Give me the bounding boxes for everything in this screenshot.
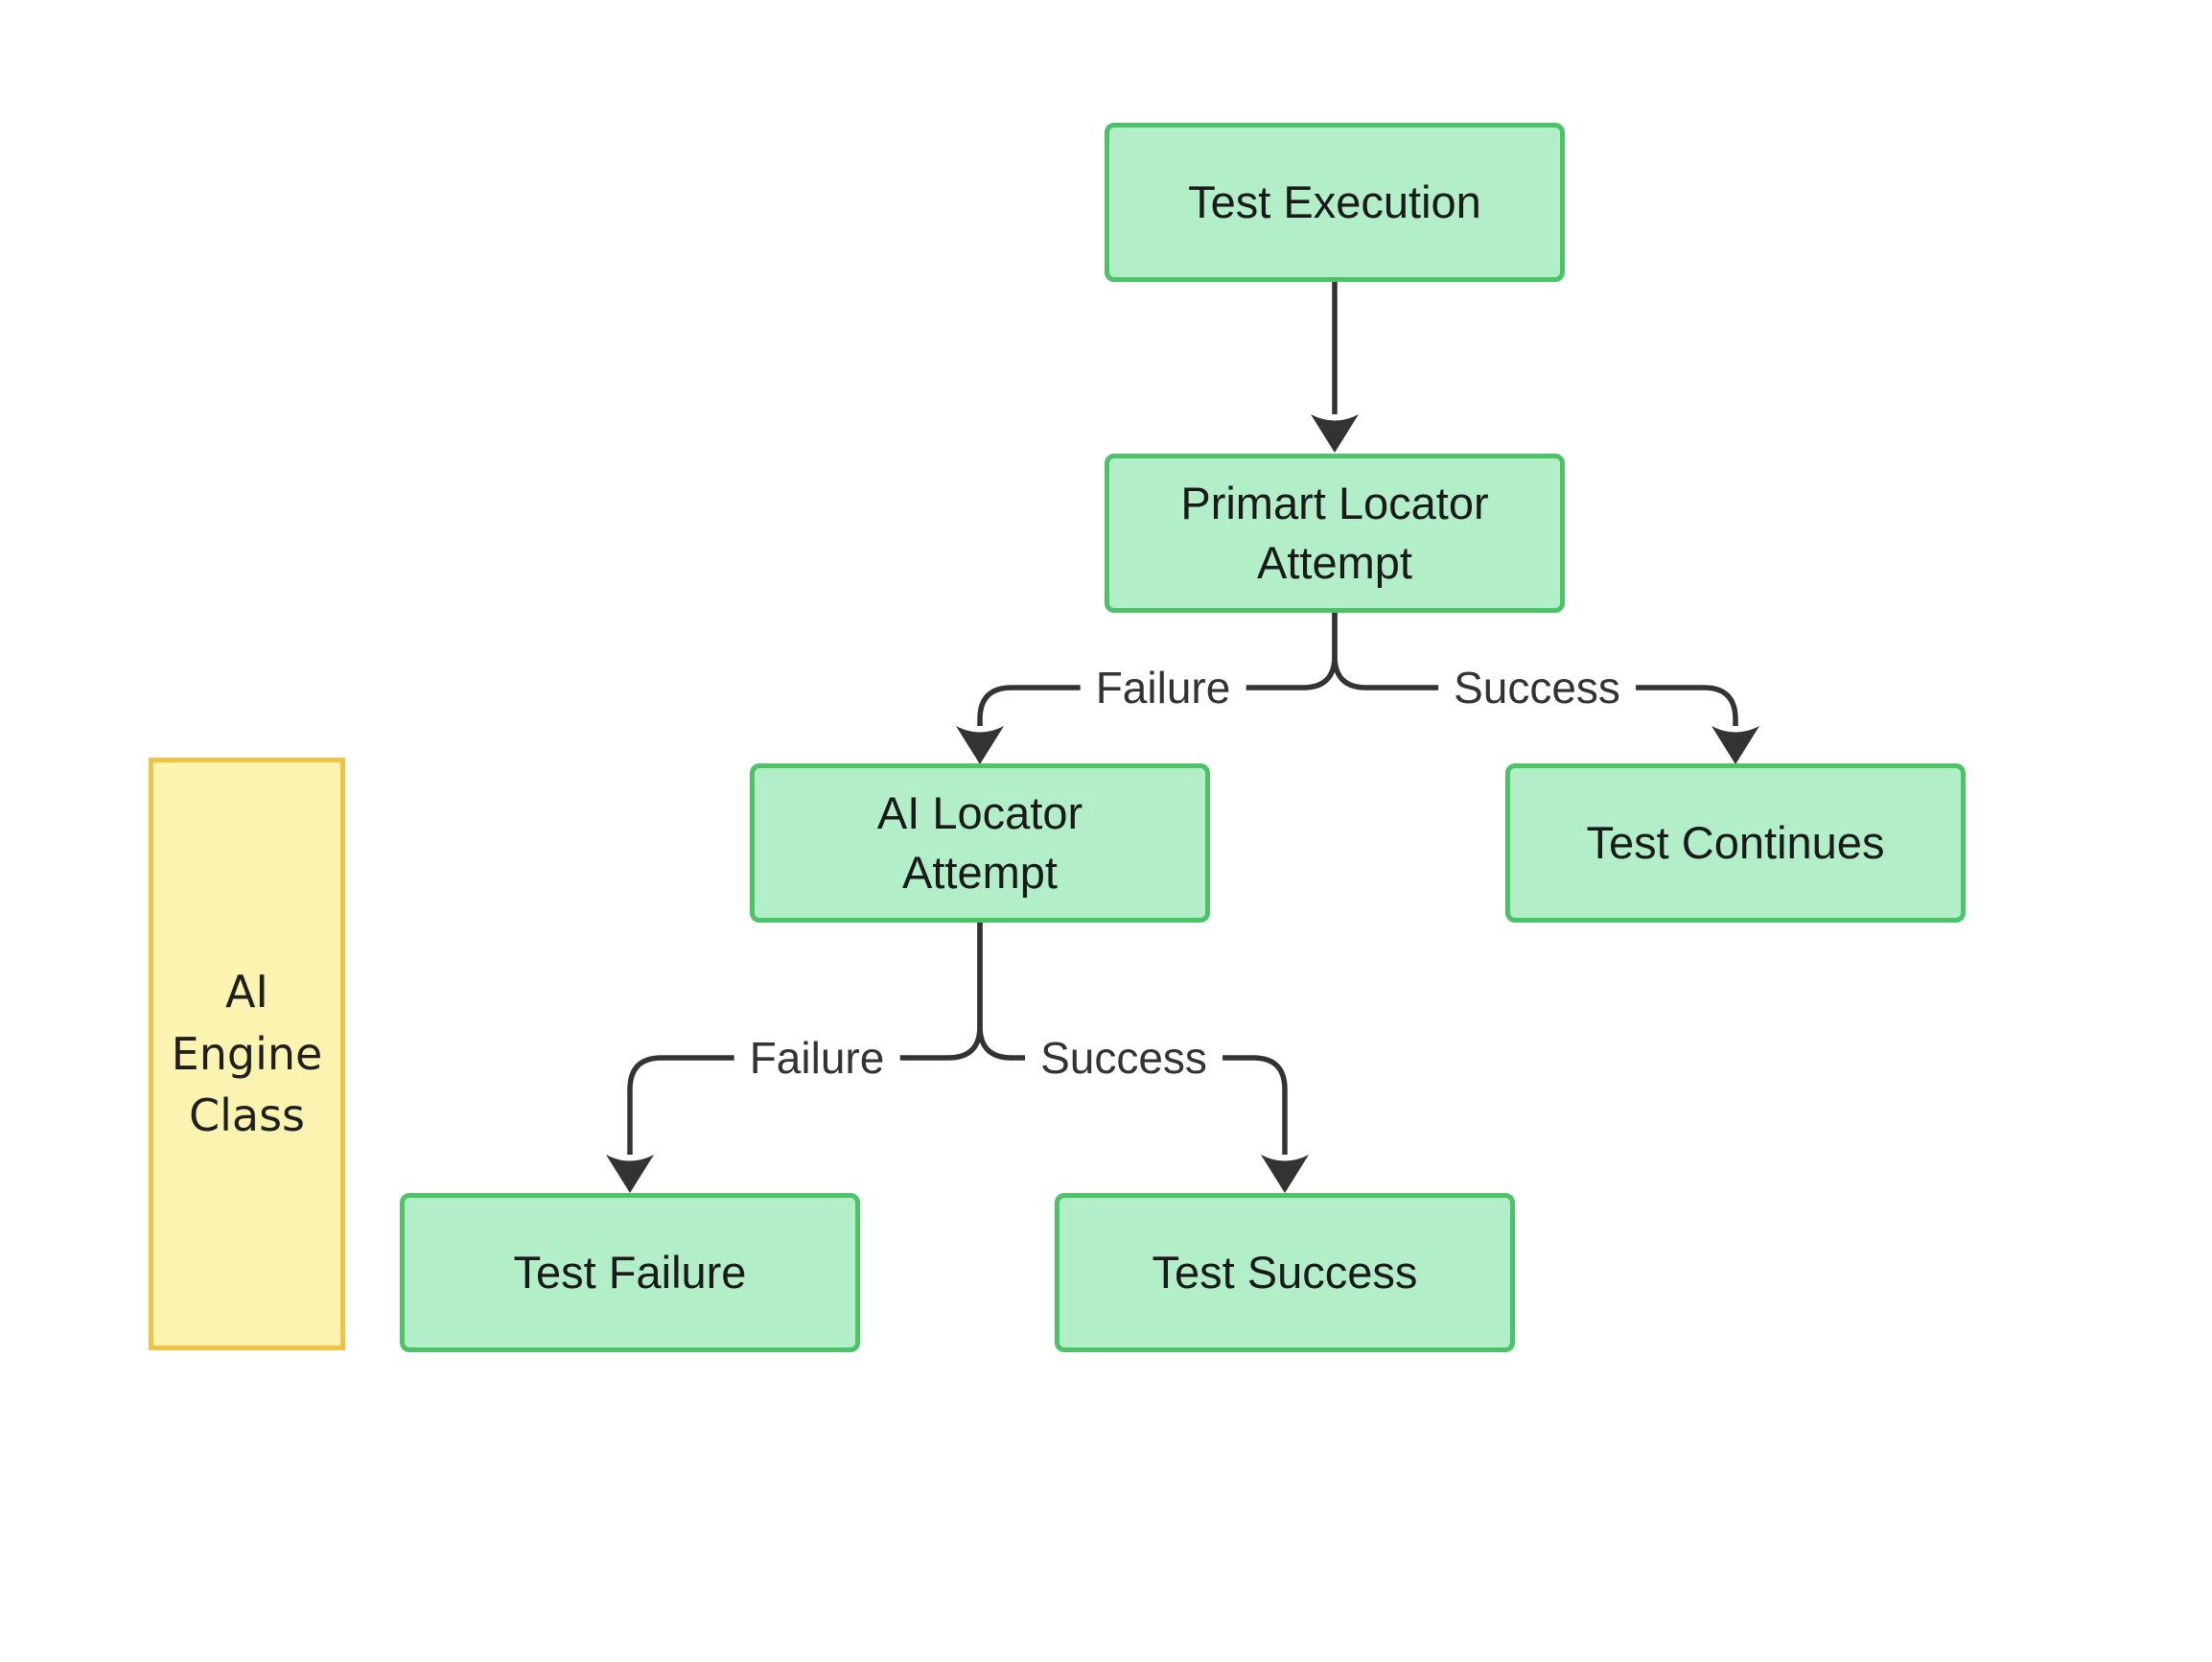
node-label: Test Failure: [513, 1246, 747, 1298]
edge-label-primary-failure: Failure: [1080, 660, 1246, 715]
node-label-line: Primart Locator: [1180, 477, 1489, 528]
node-test-execution: Test Execution: [1105, 123, 1565, 282]
node-label-line: AI Locator: [876, 786, 1083, 838]
node-label: Test Success: [1152, 1246, 1418, 1298]
cluster-ai-engine-class: AI Engine Class: [149, 758, 345, 1350]
node-test-failure: Test Failure: [400, 1193, 860, 1352]
edge-label-ai-success: Success: [1025, 1030, 1222, 1086]
cluster-label-line: Class: [188, 1089, 306, 1142]
cluster-label: AI Engine Class: [153, 961, 340, 1146]
node-label-line: Attempt: [1257, 537, 1412, 588]
edge-label-ai-failure: Failure: [733, 1030, 900, 1086]
cluster-label-line: Engine: [171, 1027, 323, 1080]
node-ai-locator-attempt: AI Locator Attempt: [750, 763, 1210, 923]
node-label-line: Attempt: [902, 847, 1058, 898]
node-test-success: Test Success: [1055, 1193, 1515, 1352]
node-test-continues: Test Continues: [1505, 763, 1966, 923]
node-label: Test Execution: [1188, 176, 1481, 227]
cluster-label-line: AI: [224, 966, 269, 1018]
node-primary-locator-attempt: Primart Locator Attempt: [1105, 454, 1565, 613]
edge-label-primary-success: Success: [1438, 660, 1636, 715]
node-label: Test Continues: [1586, 816, 1885, 868]
